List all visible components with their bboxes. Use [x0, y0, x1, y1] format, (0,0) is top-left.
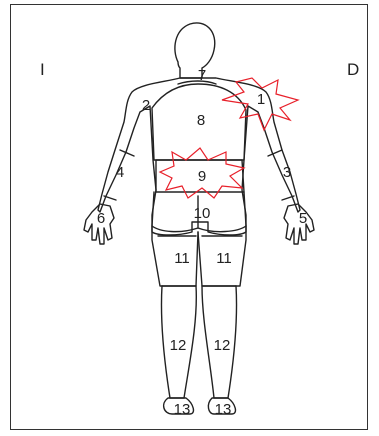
zone-13-right: 13 — [215, 401, 232, 418]
zone-2: 2 — [142, 97, 150, 114]
head-outline — [175, 23, 215, 78]
zone-6: 6 — [97, 210, 105, 227]
zone-1: 1 — [257, 91, 265, 108]
zone-11-left: 11 — [174, 250, 190, 267]
zone-4: 4 — [116, 164, 124, 181]
zone-7: 7 — [198, 67, 206, 84]
zone-3: 3 — [283, 164, 291, 181]
zone-11-right: 11 — [216, 250, 232, 267]
zone-8: 8 — [197, 112, 205, 129]
zone-labels: 1 2 3 4 5 6 7 8 9 10 11 11 12 12 13 13 — [97, 67, 307, 418]
zone-9: 9 — [198, 168, 206, 185]
zone-12-right: 12 — [214, 337, 231, 354]
zone-5: 5 — [299, 210, 307, 227]
zone-12-left: 12 — [170, 337, 187, 354]
zone-13-left: 13 — [174, 401, 191, 418]
zone-10: 10 — [194, 205, 211, 222]
